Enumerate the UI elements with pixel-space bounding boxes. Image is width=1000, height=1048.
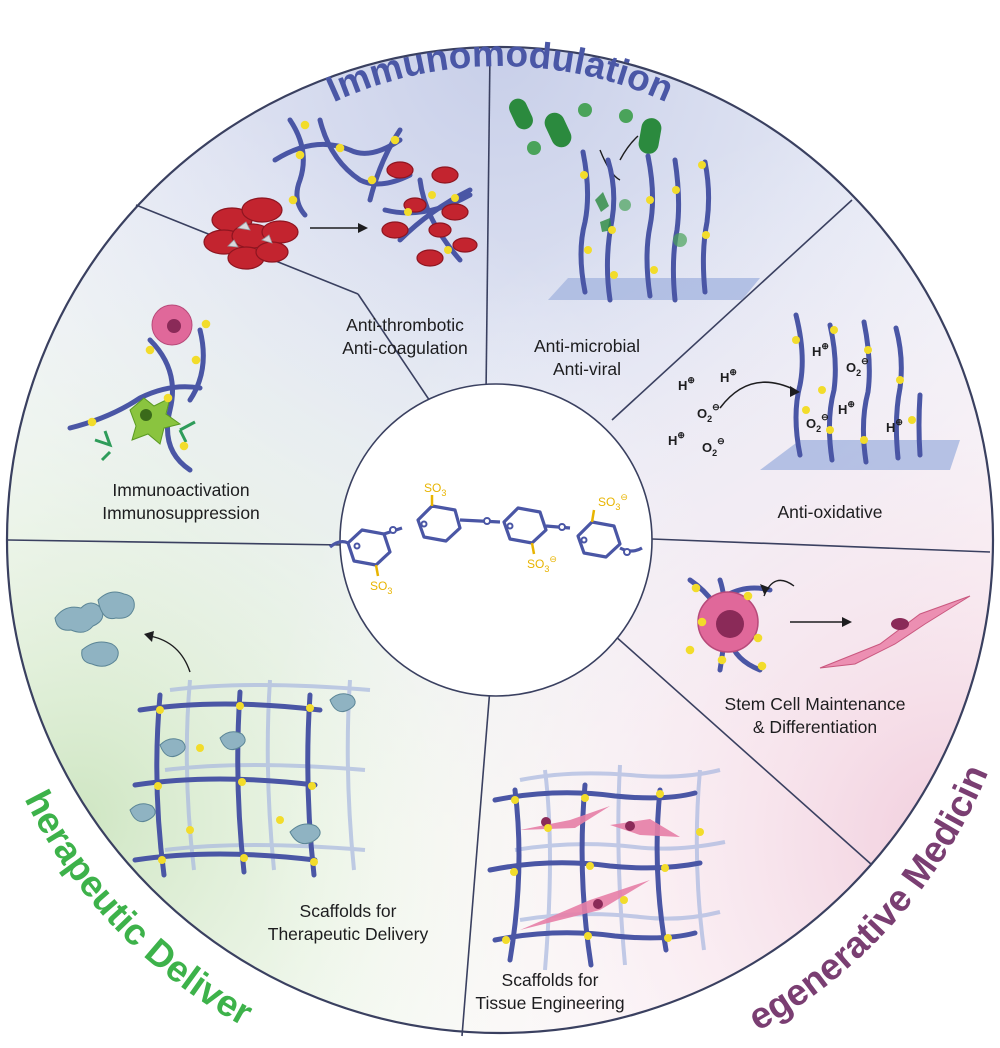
ion-o2-3: O2⊖ bbox=[846, 356, 869, 378]
anti-microbial-illustration bbox=[509, 98, 760, 303]
label-anti-viral: Anti-viral bbox=[553, 359, 621, 379]
ion-h-4: H⊕ bbox=[812, 341, 829, 359]
anti-thrombotic-illustration bbox=[203, 117, 478, 270]
ion-o2-1: O2⊖ bbox=[697, 402, 720, 424]
label-immunosuppression: Immunosuppression bbox=[102, 503, 260, 523]
label-stem-cell: Stem Cell Maintenance bbox=[725, 694, 906, 714]
ion-h-3: H⊕ bbox=[668, 430, 685, 448]
ion-h-6: H⊕ bbox=[886, 417, 903, 435]
label-scaffolds-delivery-2: Therapeutic Delivery bbox=[268, 924, 429, 944]
anti-oxidative-illustration: H⊕ H⊕ H⊕ O2⊖ O2⊖ H⊕ O2⊖ O2⊖ H⊕ H⊕ bbox=[668, 312, 960, 470]
label-anti-microbial: Anti-microbial bbox=[534, 336, 640, 356]
label-immunoactivation: Immunoactivation bbox=[112, 480, 249, 500]
label-anti-oxidative: Anti-oxidative bbox=[777, 502, 882, 522]
sulfate-label-3: SO3⊖ bbox=[527, 554, 557, 574]
center-glycan: SO3 SO3 SO3⊖ SO3⊖ bbox=[329, 383, 653, 697]
label-anti-coagulation: Anti-coagulation bbox=[342, 338, 468, 358]
sulfate-label-2: SO3 bbox=[424, 481, 446, 498]
label-scaffolds-tissue-1: Scaffolds for bbox=[502, 970, 599, 990]
label-scaffolds-tissue-2: Tissue Engineering bbox=[475, 993, 624, 1013]
ion-h-2: H⊕ bbox=[720, 367, 737, 385]
tissue-engineering-illustration bbox=[487, 764, 726, 971]
sulfate-label-1: SO3 bbox=[370, 579, 392, 596]
sulfate-label-4: SO3⊖ bbox=[598, 492, 628, 512]
therapeutic-delivery-illustration bbox=[54, 591, 371, 878]
ion-o2-2: O2⊖ bbox=[702, 436, 725, 458]
ion-h-5: H⊕ bbox=[838, 399, 855, 417]
label-scaffolds-delivery-1: Scaffolds for bbox=[300, 901, 397, 921]
label-anti-thrombotic: Anti-thrombotic bbox=[346, 315, 464, 335]
section-labels: Anti-thrombotic Anti-coagulation Anti-mi… bbox=[102, 315, 905, 1013]
label-differentiation: & Differentiation bbox=[753, 717, 877, 737]
ion-h-1: H⊕ bbox=[678, 375, 695, 393]
ion-o2-4: O2⊖ bbox=[806, 412, 829, 434]
stem-cell-illustration bbox=[685, 577, 971, 673]
immunoactivation-illustration bbox=[67, 304, 211, 473]
